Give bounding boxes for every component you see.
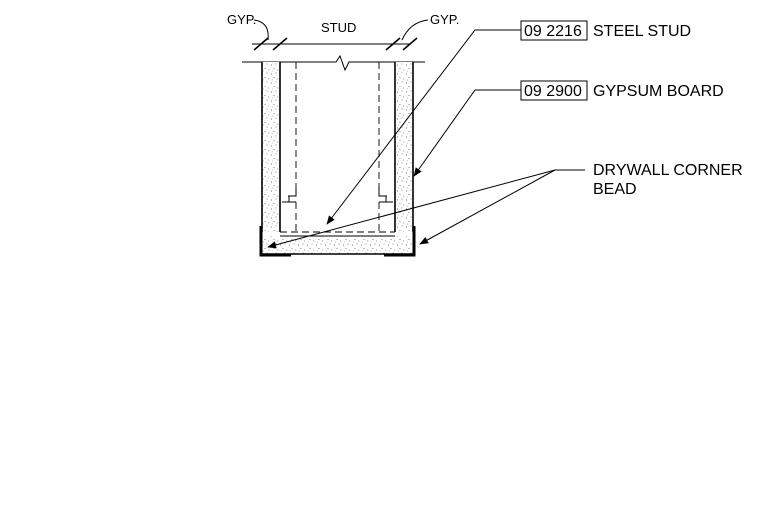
- callout-steel-stud-text: STEEL STUD: [593, 23, 691, 40]
- callout-gypsum-board-text: GYPSUM BOARD: [593, 83, 724, 100]
- leader-corner-bead-right: [419, 169, 556, 245]
- break-line: [242, 54, 425, 72]
- callout-steel-stud-code: 09 2216: [524, 23, 582, 40]
- gyp-right-label: GYP.: [430, 12, 459, 27]
- corner-bead-right: [384, 226, 416, 257]
- corner-bead-label-line1: DRYWALL CORNER: [593, 162, 743, 179]
- callout-gypsum-board-code: 09 2900: [524, 83, 582, 100]
- gypsum-board-bottom: [262, 236, 413, 254]
- steel-stud: [280, 62, 395, 233]
- stud-label: STUD: [321, 20, 356, 35]
- gypsum-board-left: [262, 62, 280, 232]
- dimension-line: [252, 37, 418, 51]
- leader-corner-bead-left: [267, 169, 585, 249]
- leader-steel-stud: [326, 29, 521, 225]
- corner-bead-left: [259, 226, 291, 257]
- gyp-left-label: GYP.: [227, 12, 256, 27]
- gypsum-board-right: [395, 62, 413, 232]
- gyp-right-leader: [401, 19, 429, 41]
- corner-bead-label-line2: BEAD: [593, 181, 637, 198]
- gyp-left-leader: [253, 19, 269, 41]
- leader-gypsum-board: [413, 89, 521, 177]
